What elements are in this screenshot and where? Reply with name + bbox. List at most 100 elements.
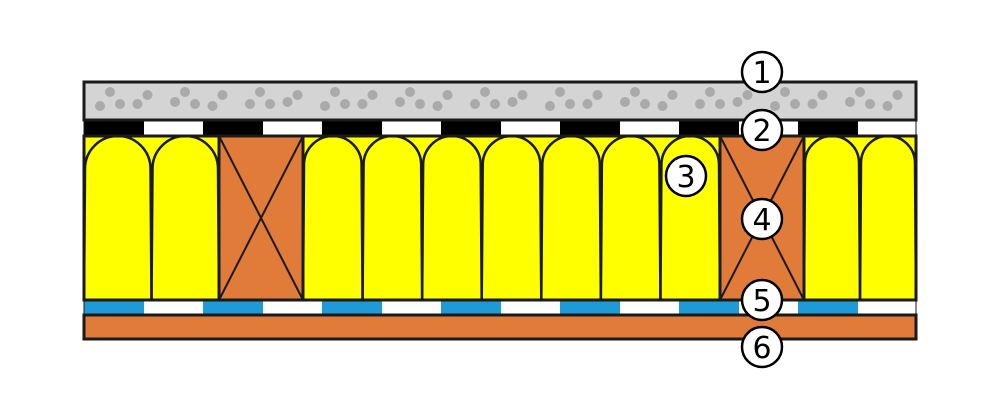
stud-left-cross-b bbox=[218, 135, 304, 301]
membrane-segment bbox=[203, 121, 263, 135]
gravel-dot bbox=[442, 90, 453, 100]
membrane-segment bbox=[203, 301, 263, 314]
gravel-dot bbox=[95, 101, 105, 111]
membrane-segment bbox=[322, 121, 382, 135]
insulation-lobe bbox=[659, 134, 722, 301]
insulation-lobe bbox=[540, 134, 603, 301]
membrane-segment bbox=[560, 301, 620, 314]
membrane-segment bbox=[679, 121, 739, 135]
gravel-dot bbox=[582, 99, 593, 109]
gravel-dot bbox=[170, 97, 180, 107]
gravel-dot bbox=[732, 97, 743, 107]
callout-3-circle bbox=[664, 154, 708, 198]
gravel-dot bbox=[395, 97, 405, 107]
insulation-lobe bbox=[82, 134, 153, 301]
gravel-dot bbox=[142, 90, 153, 100]
gravel-dot bbox=[695, 99, 705, 109]
gravel-dot bbox=[865, 99, 875, 109]
stud-right bbox=[718, 134, 806, 302]
membrane-segment bbox=[84, 301, 144, 314]
gravel-dot bbox=[790, 99, 800, 109]
gravel-dot bbox=[657, 101, 668, 111]
insulation-lobe bbox=[599, 134, 662, 301]
callout-5-circle bbox=[740, 278, 784, 322]
gravel-dot bbox=[330, 87, 340, 97]
callout-4: 4 bbox=[740, 197, 784, 241]
gravel-layer bbox=[82, 80, 918, 122]
gravel-dot bbox=[265, 99, 275, 109]
gravel-dot bbox=[217, 90, 228, 100]
gravel-dot bbox=[780, 87, 790, 97]
gravel-dot bbox=[415, 99, 425, 109]
gravel-dot bbox=[292, 90, 303, 100]
gravel-dot bbox=[132, 99, 143, 109]
gravel-dot bbox=[405, 87, 415, 97]
gravel-dot bbox=[190, 99, 200, 109]
insulation-lobes bbox=[82, 134, 918, 301]
gravel-dot bbox=[320, 101, 330, 111]
gravel-dot bbox=[507, 97, 518, 107]
membrane-segment bbox=[798, 121, 858, 135]
callout-6-circle bbox=[740, 325, 784, 369]
gravel-dot bbox=[470, 99, 480, 109]
gravel-dot bbox=[432, 101, 443, 111]
membrane-segment bbox=[441, 301, 501, 314]
interior-board bbox=[82, 313, 918, 341]
insulation-lobe bbox=[480, 134, 543, 301]
membrane-segment bbox=[679, 301, 739, 314]
membrane-segment bbox=[322, 301, 382, 314]
gravel-dot bbox=[855, 87, 865, 97]
gravel-band bbox=[82, 80, 918, 122]
gravel-dots bbox=[95, 87, 903, 111]
gravel-dot bbox=[115, 99, 125, 109]
callout-5-label: 5 bbox=[752, 284, 771, 319]
gravel-dot bbox=[490, 99, 500, 109]
gravel-dot bbox=[245, 99, 255, 109]
gravel-dot bbox=[640, 99, 650, 109]
membrane-segment bbox=[84, 121, 144, 135]
callout-2-label: 2 bbox=[752, 114, 771, 149]
callout-1-circle bbox=[740, 50, 784, 94]
callout-1-label: 1 bbox=[752, 56, 771, 91]
upper-membrane bbox=[83, 120, 917, 136]
gravel-dot bbox=[180, 87, 190, 97]
gravel-dot bbox=[715, 99, 725, 109]
gravel-dot bbox=[620, 97, 630, 107]
gravel-dot bbox=[357, 99, 368, 109]
callout-1: 1 bbox=[740, 50, 784, 94]
callout-4-circle bbox=[740, 197, 784, 241]
callout-2: 2 bbox=[740, 108, 784, 152]
callout-6-label: 6 bbox=[752, 331, 771, 366]
callout-3: 3 bbox=[664, 154, 708, 198]
insulation-lobe bbox=[361, 134, 424, 301]
gravel-dot bbox=[892, 90, 903, 100]
insulation-lobe bbox=[802, 134, 862, 301]
gravel-dot bbox=[282, 97, 293, 107]
gravel-dot bbox=[255, 87, 265, 97]
gravel-dot bbox=[770, 101, 780, 111]
callout-2-circle bbox=[740, 108, 784, 152]
membrane-segment bbox=[441, 121, 501, 135]
gravel-dot bbox=[705, 87, 715, 97]
gravel-dot bbox=[105, 87, 115, 97]
callout-3-label: 3 bbox=[676, 160, 695, 195]
gravel-dot bbox=[592, 90, 603, 100]
gravel-dot bbox=[742, 90, 753, 100]
gravel-dot bbox=[340, 99, 350, 109]
gravel-dot bbox=[845, 97, 855, 107]
gravel-dot bbox=[667, 90, 678, 100]
stud-left bbox=[217, 134, 305, 302]
gravel-dot bbox=[555, 87, 565, 97]
gravel-dot bbox=[207, 101, 218, 111]
gravel-dot bbox=[480, 87, 490, 97]
callout-6: 6 bbox=[740, 325, 784, 369]
gravel-dot bbox=[817, 90, 828, 100]
callout-4-label: 4 bbox=[752, 203, 771, 238]
gravel-dot bbox=[882, 101, 893, 111]
callout-5: 5 bbox=[740, 278, 784, 322]
gravel-dot bbox=[807, 99, 818, 109]
gravel-dot bbox=[367, 90, 378, 100]
gravel-dot bbox=[545, 101, 555, 111]
gravel-dot bbox=[517, 90, 528, 100]
